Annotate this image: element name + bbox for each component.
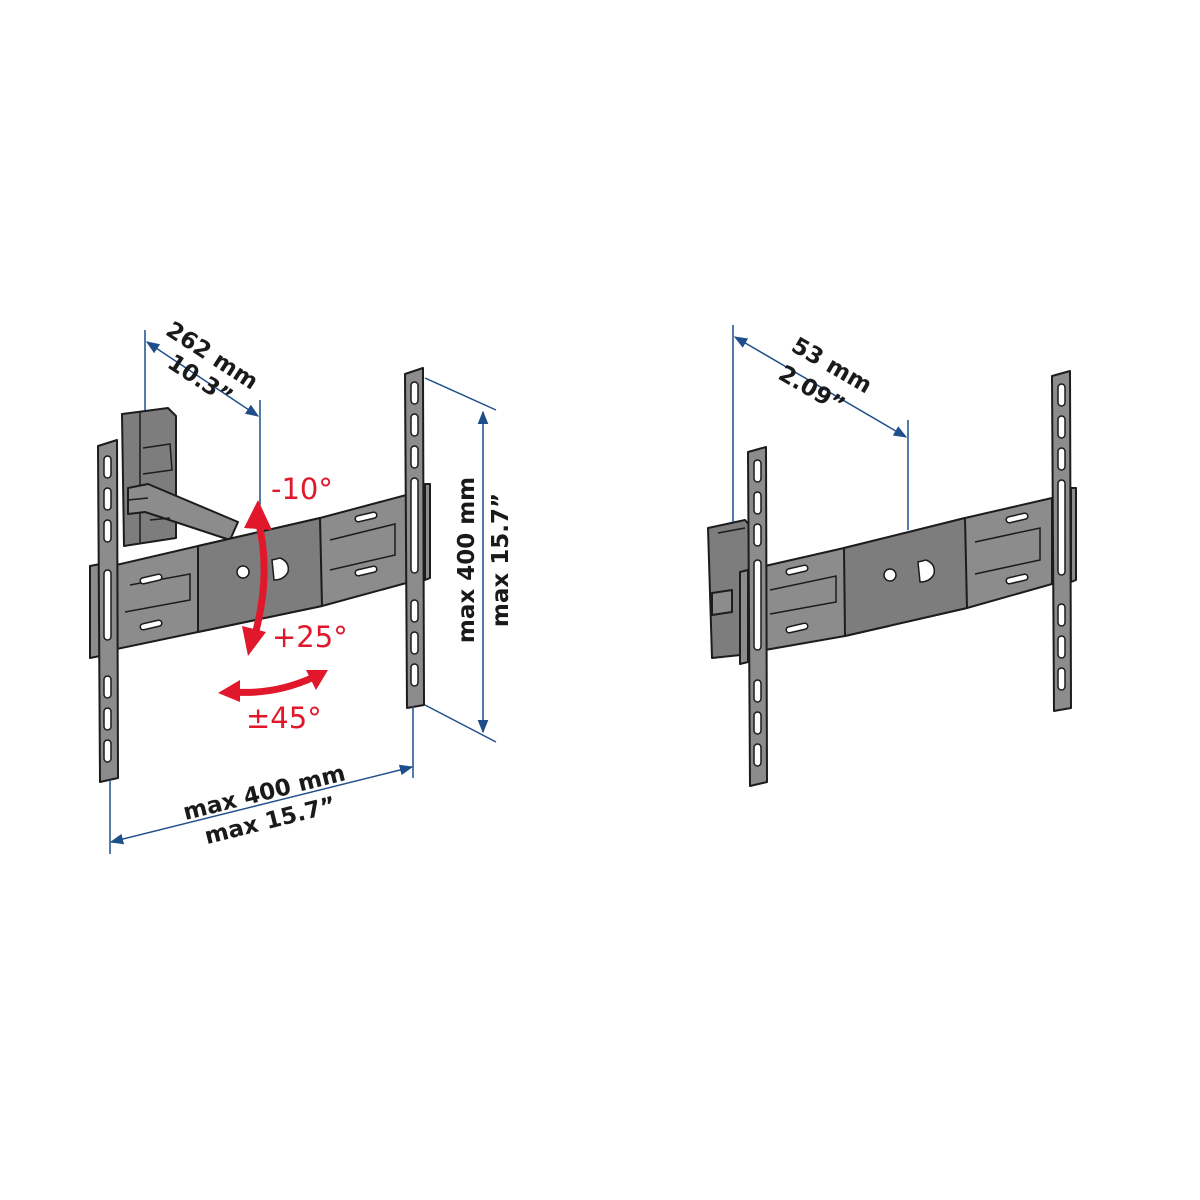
horizontal-rail xyxy=(764,497,1053,651)
left-vertical-plate xyxy=(739,446,768,787)
swivel-label: ±45° xyxy=(246,701,322,735)
right-mount-folded: 53 mm 2.09” xyxy=(707,325,1077,787)
tilt-arrow: -10° +25° xyxy=(242,472,348,656)
right-vertical-plate xyxy=(1051,370,1077,712)
vertical-mm-label: max 400 mm xyxy=(454,477,480,643)
right-vertical-plate xyxy=(404,367,431,709)
tilt-down-label: +25° xyxy=(272,620,348,654)
left-vertical-plate xyxy=(89,439,119,783)
vertical-inch-label: max 15.7” xyxy=(488,493,514,627)
swivel-arrow: ±45° xyxy=(218,670,328,735)
tilt-up-label: -10° xyxy=(271,472,333,506)
vertical-dimension: max 400 mm max 15.7” xyxy=(424,377,514,743)
left-mount-extended: 262 mm 10.3” max 400 mm max 15.7” max 40… xyxy=(89,317,514,854)
wall-plate xyxy=(121,407,177,547)
